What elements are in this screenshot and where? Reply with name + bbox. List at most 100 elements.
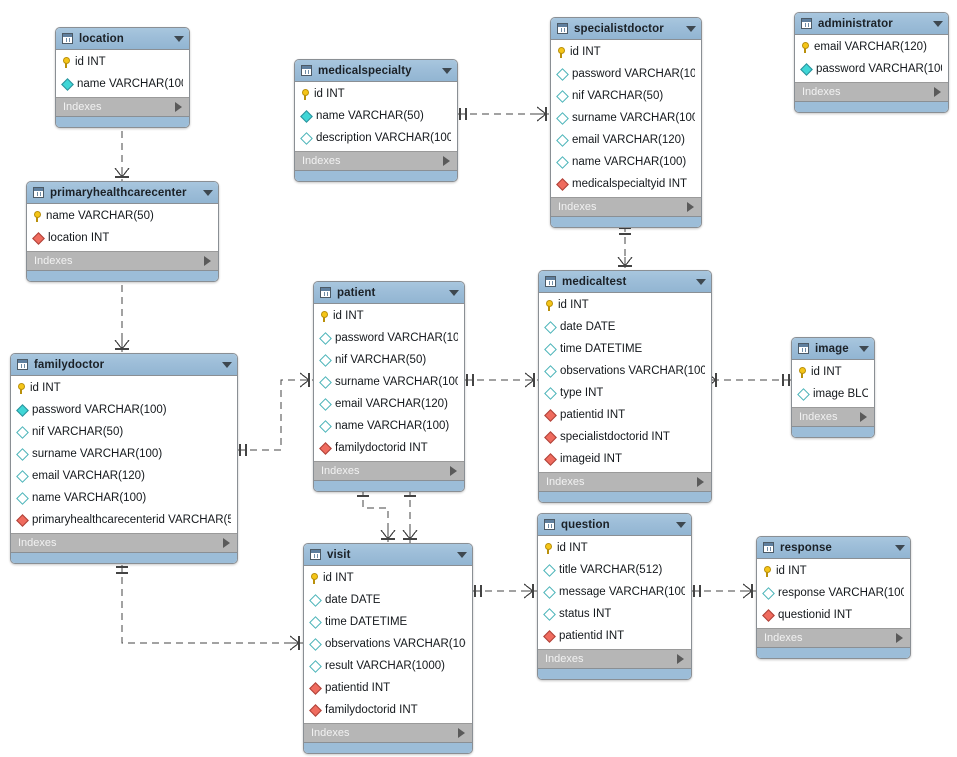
column-row[interactable]: id INT [295,83,457,105]
column-row[interactable]: email VARCHAR(120) [11,465,237,487]
indexes-section-familydoctor[interactable]: Indexes [11,533,237,552]
column-row[interactable]: email VARCHAR(120) [551,129,701,151]
column-row[interactable]: observations VARCHAR(1000) [304,633,472,655]
column-row[interactable]: name VARCHAR(50) [295,105,457,127]
column-row[interactable]: id INT [757,560,910,582]
table-header-question[interactable]: question [538,514,691,536]
chevron-right-icon[interactable] [687,202,694,212]
column-row[interactable]: nif VARCHAR(50) [551,85,701,107]
chevron-down-icon[interactable] [686,25,696,32]
column-row[interactable]: id INT [11,377,237,399]
indexes-section-patient[interactable]: Indexes [314,461,464,480]
indexes-section-medicaltest[interactable]: Indexes [539,472,711,491]
column-row[interactable]: familydoctorid INT [304,699,472,721]
chevron-down-icon[interactable] [174,35,184,42]
chevron-down-icon[interactable] [442,67,452,74]
table-header-administrator[interactable]: administrator [795,13,948,35]
column-row[interactable]: image BLOB [792,383,874,405]
column-row[interactable]: nif VARCHAR(50) [314,349,464,371]
chevron-right-icon[interactable] [458,728,465,738]
table-header-response[interactable]: response [757,537,910,559]
column-row[interactable]: observations VARCHAR(1000) [539,360,711,382]
chevron-down-icon[interactable] [696,278,706,285]
column-row[interactable]: medicalspecialtyid INT [551,173,701,195]
column-row[interactable]: password VARCHAR(100) [795,58,948,80]
column-row[interactable]: familydoctorid INT [314,437,464,459]
column-row[interactable]: id INT [538,537,691,559]
column-row[interactable]: patientid INT [539,404,711,426]
column-row[interactable]: imageid INT [539,448,711,470]
column-row[interactable]: status INT [538,603,691,625]
indexes-section-location[interactable]: Indexes [56,97,189,116]
column-row[interactable]: password VARCHAR(100) [551,63,701,85]
column-row[interactable]: id INT [304,567,472,589]
column-row[interactable]: result VARCHAR(1000) [304,655,472,677]
column-row[interactable]: email VARCHAR(120) [795,36,948,58]
indexes-section-primaryhealthcarecenter[interactable]: Indexes [27,251,218,270]
column-row[interactable]: time DATETIME [539,338,711,360]
column-row[interactable]: time DATETIME [304,611,472,633]
column-row[interactable]: patientid INT [304,677,472,699]
chevron-down-icon[interactable] [933,20,943,27]
column-row[interactable]: password VARCHAR(100) [11,399,237,421]
column-row[interactable]: type INT [539,382,711,404]
indexes-section-question[interactable]: Indexes [538,649,691,668]
column-row[interactable]: surname VARCHAR(100) [551,107,701,129]
table-header-image[interactable]: image [792,338,874,360]
column-row[interactable]: surname VARCHAR(100) [11,443,237,465]
indexes-section-specialistdoctor[interactable]: Indexes [551,197,701,216]
column-row[interactable]: primaryhealthcarecenterid VARCHAR(50) [11,509,237,531]
table-header-patient[interactable]: patient [314,282,464,304]
chevron-right-icon[interactable] [896,633,903,643]
column-row[interactable]: description VARCHAR(1000) [295,127,457,149]
table-header-location[interactable]: location [56,28,189,50]
table-header-primaryhealthcarecenter[interactable]: primaryhealthcarecenter [27,182,218,204]
indexes-section-image[interactable]: Indexes [792,407,874,426]
chevron-right-icon[interactable] [443,156,450,166]
chevron-right-icon[interactable] [175,102,182,112]
table-header-visit[interactable]: visit [304,544,472,566]
column-row[interactable]: title VARCHAR(512) [538,559,691,581]
chevron-down-icon[interactable] [895,544,905,551]
column-row[interactable]: surname VARCHAR(100) [314,371,464,393]
chevron-right-icon[interactable] [223,538,230,548]
column-row[interactable]: date DATE [539,316,711,338]
table-header-familydoctor[interactable]: familydoctor [11,354,237,376]
column-row[interactable]: name VARCHAR(100) [56,73,189,95]
table-header-specialistdoctor[interactable]: specialistdoctor [551,18,701,40]
chevron-right-icon[interactable] [450,466,457,476]
column-row[interactable]: message VARCHAR(1000) [538,581,691,603]
table-header-medicaltest[interactable]: medicaltest [539,271,711,293]
column-row[interactable]: response VARCHAR(1000) [757,582,910,604]
chevron-down-icon[interactable] [859,345,869,352]
column-row[interactable]: id INT [539,294,711,316]
chevron-down-icon[interactable] [449,289,459,296]
column-row[interactable]: id INT [56,51,189,73]
chevron-down-icon[interactable] [457,551,467,558]
indexes-section-visit[interactable]: Indexes [304,723,472,742]
column-row[interactable]: email VARCHAR(120) [314,393,464,415]
indexes-section-administrator[interactable]: Indexes [795,82,948,101]
column-row[interactable]: name VARCHAR(100) [314,415,464,437]
indexes-section-medicalspecialty[interactable]: Indexes [295,151,457,170]
column-row[interactable]: name VARCHAR(100) [551,151,701,173]
column-row[interactable]: patientid INT [538,625,691,647]
column-row[interactable]: nif VARCHAR(50) [11,421,237,443]
column-row[interactable]: date DATE [304,589,472,611]
chevron-right-icon[interactable] [697,477,704,487]
column-row[interactable]: id INT [792,361,874,383]
column-row[interactable]: specialistdoctorid INT [539,426,711,448]
chevron-down-icon[interactable] [676,521,686,528]
column-row[interactable]: password VARCHAR(100) [314,327,464,349]
